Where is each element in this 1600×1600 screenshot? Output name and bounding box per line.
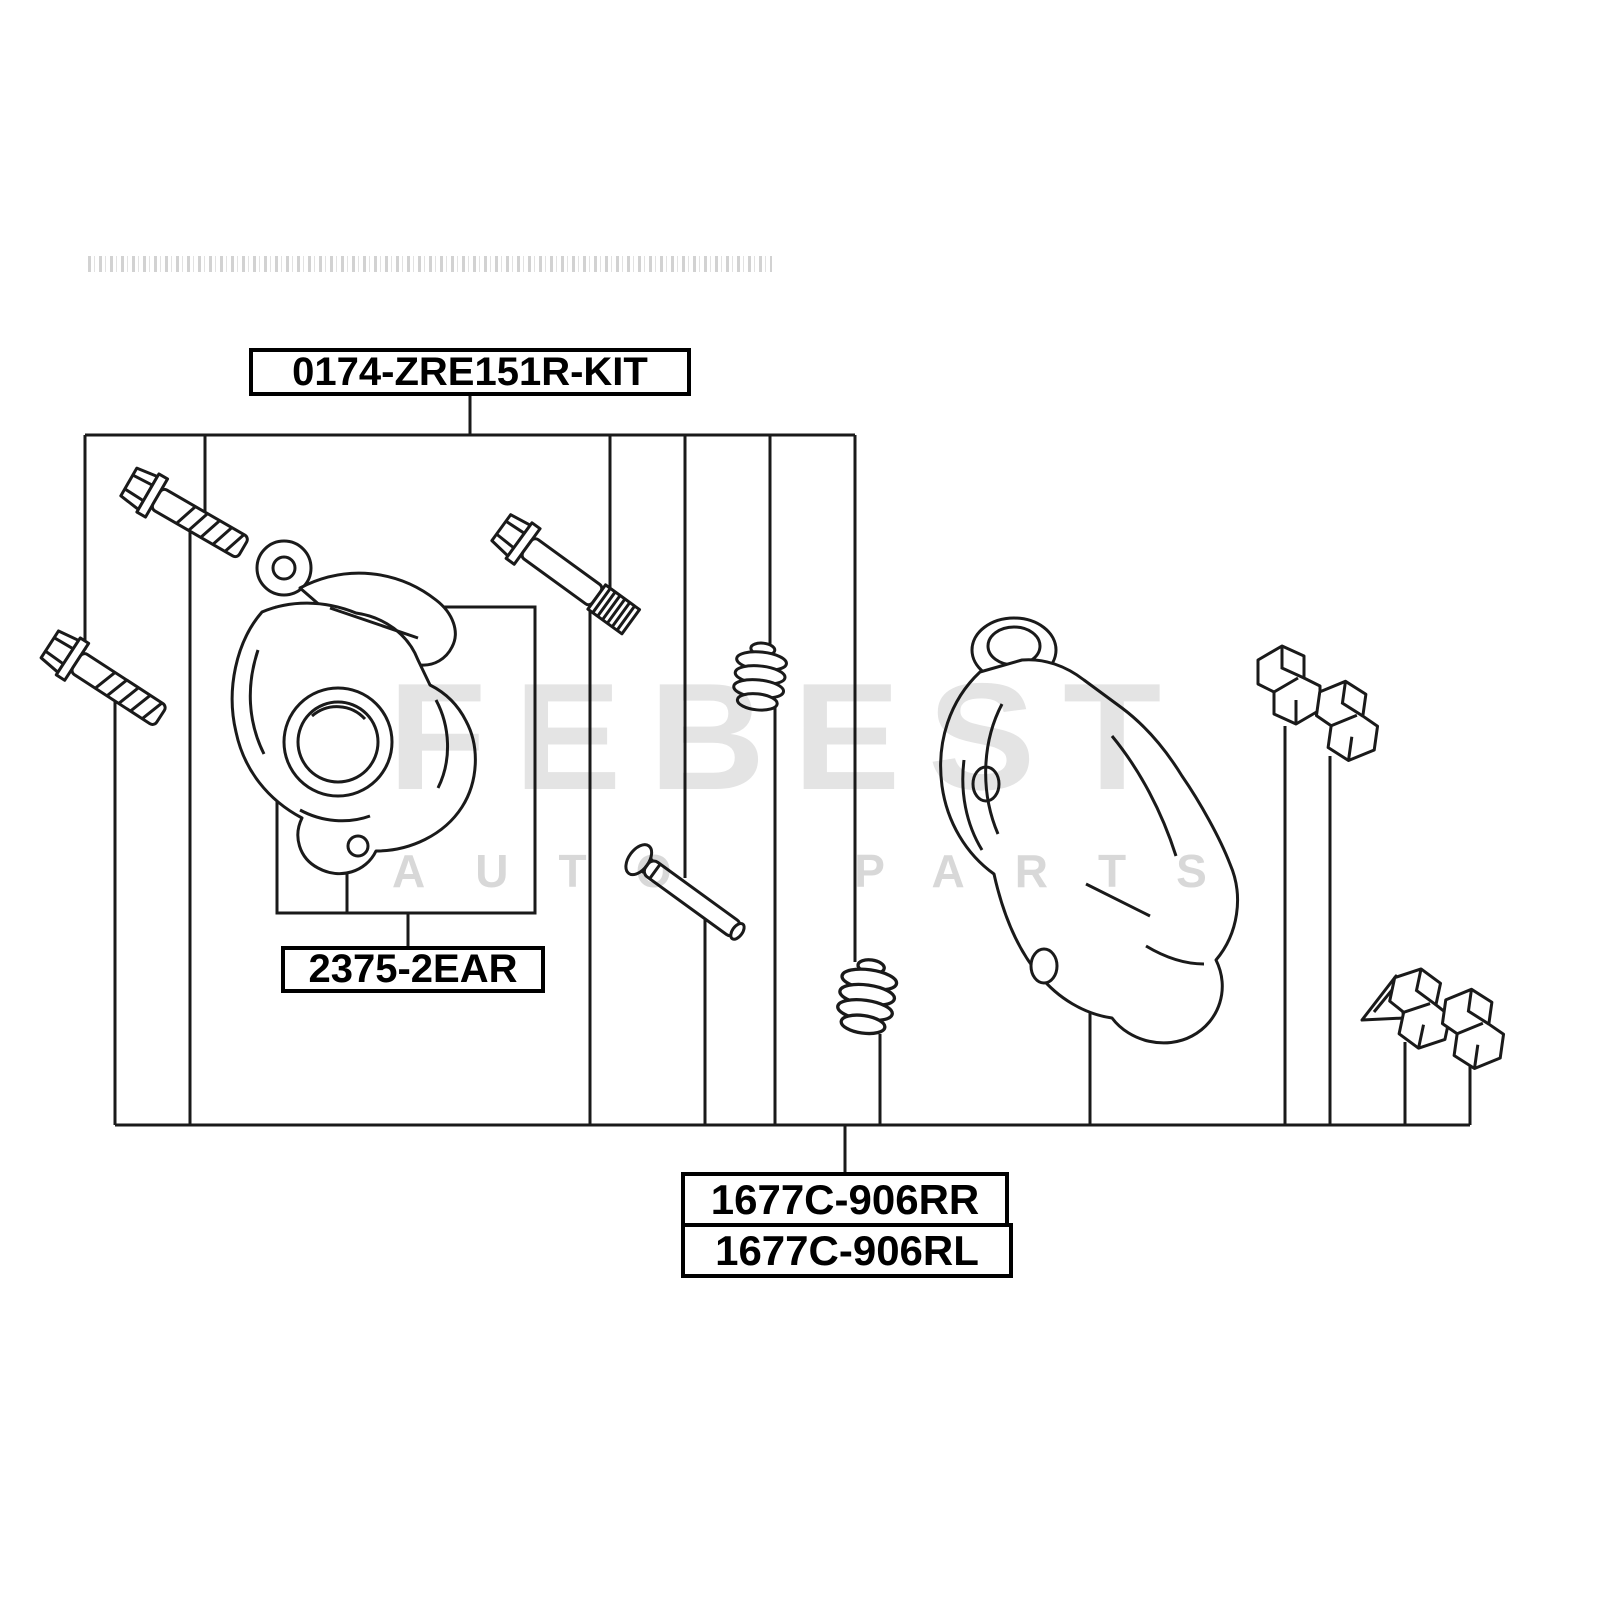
caliper-drawing [230, 539, 477, 876]
assembly-part-number-rl-label: 1677C-906RL [681, 1223, 1013, 1278]
seal-kit-part-number-label: 2375-2EAR [281, 946, 545, 993]
kit-part-number-label: 0174-ZRE151R-KIT [249, 348, 691, 396]
assembly-bracket-connectors [113, 520, 1472, 1172]
pad-clips-lower-drawing [1360, 962, 1511, 1074]
guide-pin-drawing [624, 843, 746, 941]
mount-bolt-lower-drawing [36, 624, 174, 737]
kit-bracket-connectors [83, 396, 857, 962]
guide-bolt-drawing [490, 513, 642, 636]
watermark-tagline: AUTO PARTS [392, 845, 1257, 897]
scan-artifact-strip [88, 256, 772, 272]
caliper-bracket-drawing [939, 616, 1240, 1045]
mount-bolt-upper-drawing [116, 461, 256, 569]
assembly-part-number-rr-label: 1677C-906RR [681, 1172, 1009, 1227]
pad-clips-upper-drawing [1256, 644, 1385, 766]
watermark-brand: FEBEST [388, 652, 1189, 822]
guide-boot-lower-drawing [832, 954, 901, 1039]
